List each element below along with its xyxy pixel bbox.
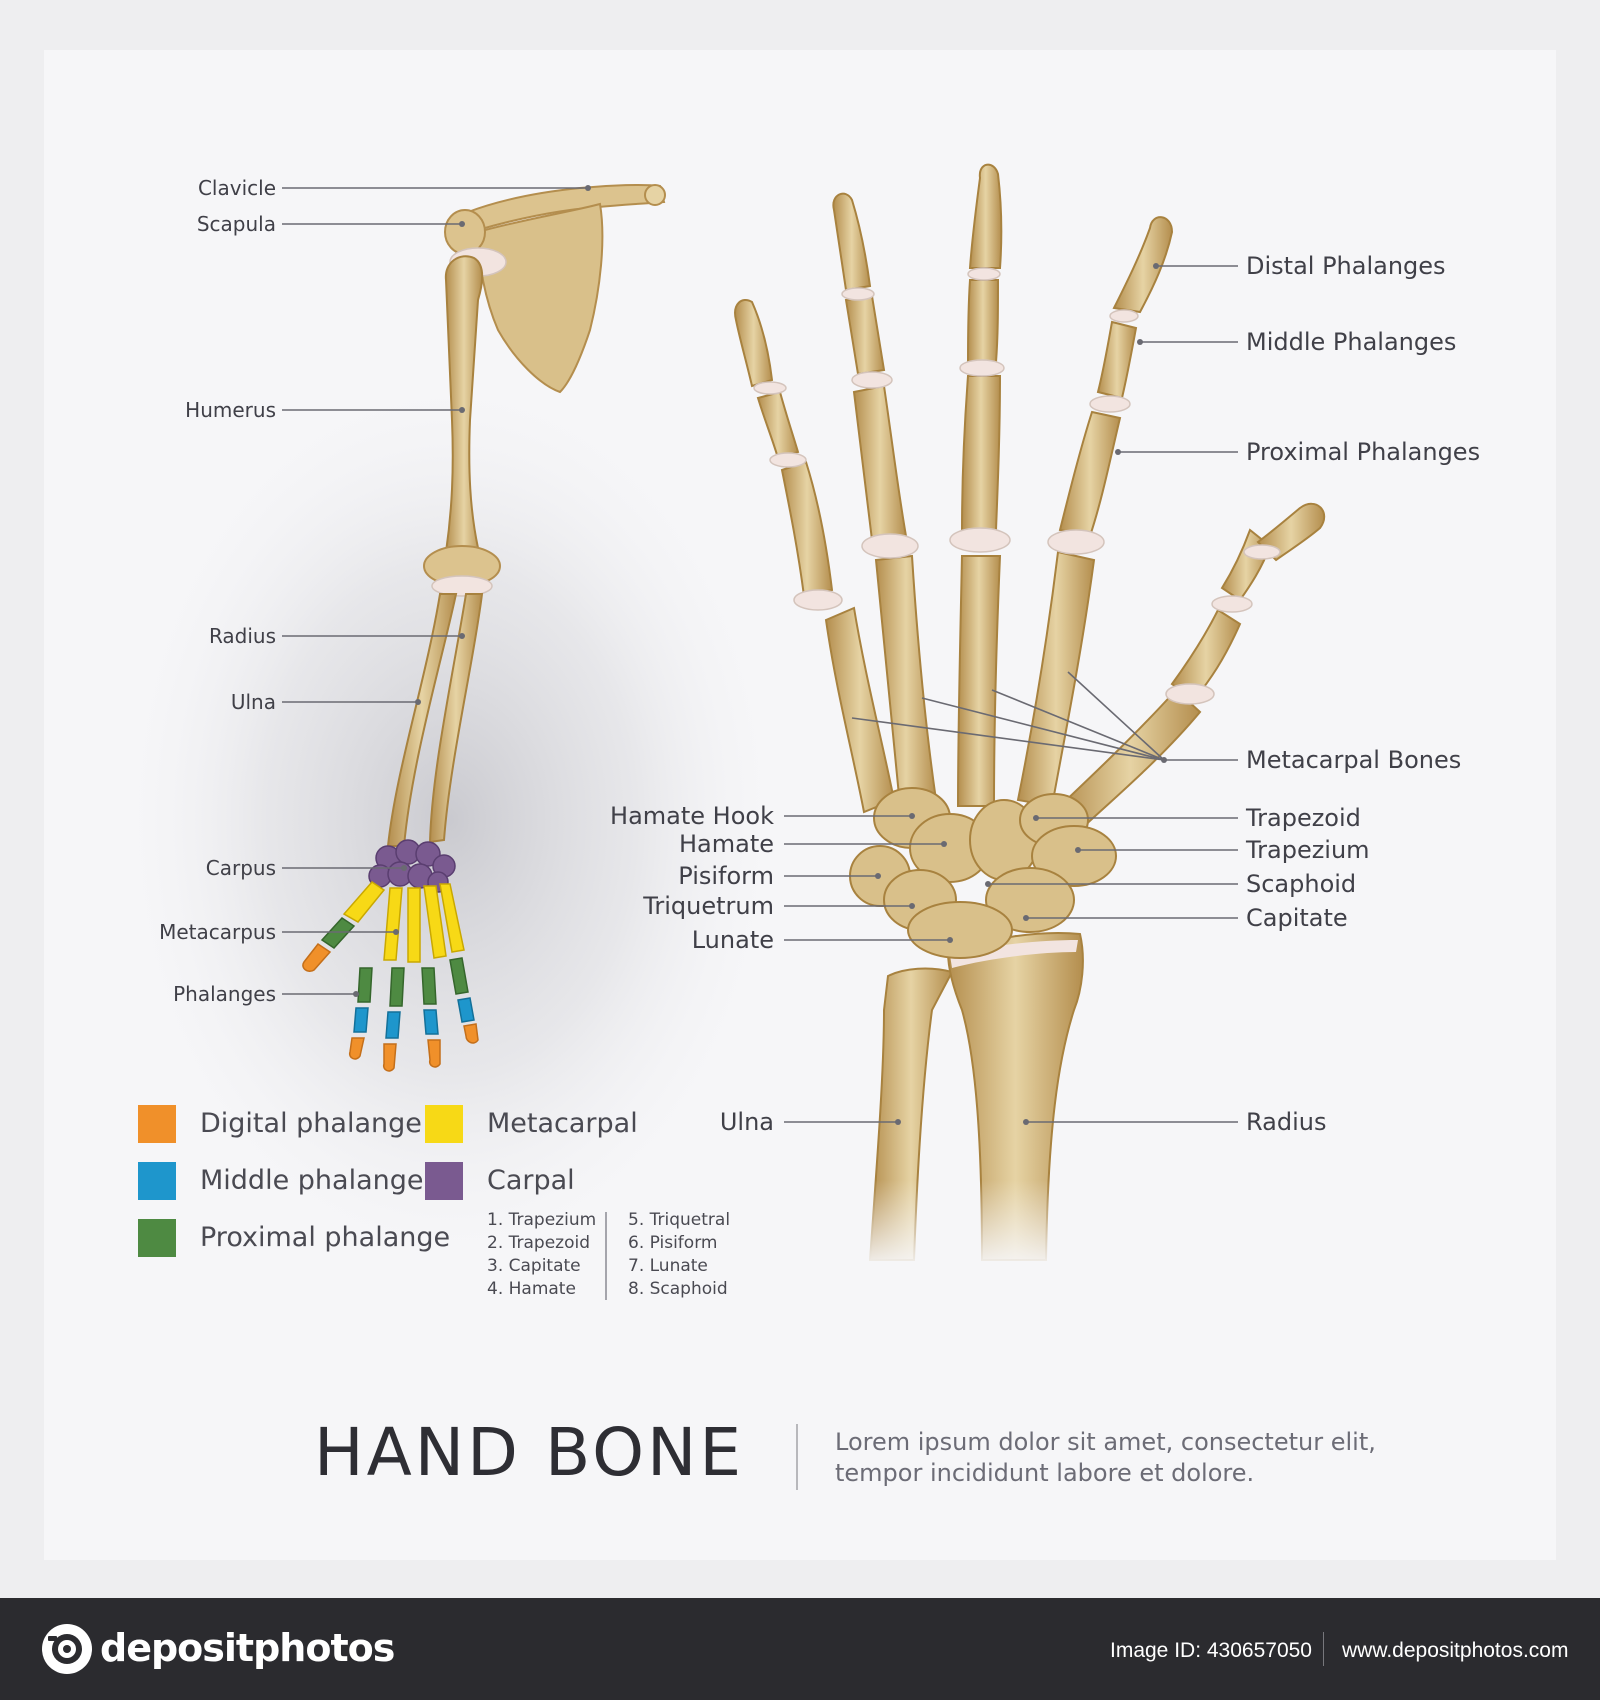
image-id-text: Image ID: 430657050 bbox=[1110, 1639, 1312, 1662]
label-trapezoid: Trapezoid bbox=[1246, 804, 1361, 832]
label-proximal-phalanges: Proximal Phalanges bbox=[1246, 438, 1481, 466]
brand-logo[interactable]: depositphotos bbox=[100, 1626, 395, 1670]
camera-logo-icon bbox=[42, 1624, 92, 1674]
hand-proximal-phalanges bbox=[780, 375, 1242, 702]
label-arm-radius: Radius bbox=[208, 624, 276, 648]
label-arm-ulna: Ulna bbox=[230, 690, 276, 714]
scapula-bone bbox=[476, 202, 604, 394]
label-carpus: Carpus bbox=[205, 856, 276, 880]
legend-digital-phalange: Digital phalange bbox=[200, 1108, 422, 1139]
legend-swatch-proximal bbox=[138, 1219, 176, 1257]
carpal-list-item: 5. Triquetral bbox=[628, 1210, 731, 1230]
label-hand-ulna: Ulna bbox=[719, 1108, 774, 1136]
clavicle-end bbox=[644, 184, 666, 206]
background-shadow bbox=[110, 360, 790, 1280]
leader-lines bbox=[282, 187, 1238, 1123]
footer-bar bbox=[0, 1598, 1600, 1700]
arm-thumb-distal bbox=[302, 942, 332, 973]
label-metacarpal-bones: Metacarpal Bones bbox=[1246, 746, 1462, 774]
legend-carpal: Carpal bbox=[487, 1165, 575, 1196]
label-pisiform: Pisiform bbox=[678, 862, 774, 890]
hand-middle-phalanges bbox=[756, 279, 1272, 602]
arm-metacarpals bbox=[342, 881, 465, 963]
label-metacarpus: Metacarpus bbox=[159, 920, 276, 944]
label-hand-radius: Radius bbox=[1246, 1108, 1327, 1136]
arm-skeleton bbox=[302, 183, 666, 1072]
legend-swatch-middle bbox=[138, 1162, 176, 1200]
footer-divider bbox=[1323, 1632, 1324, 1666]
forearm-fade bbox=[860, 1180, 1100, 1270]
label-triquetrum: Triquetrum bbox=[643, 892, 774, 920]
label-lunate: Lunate bbox=[691, 926, 774, 954]
label-middle-phalanges: Middle Phalanges bbox=[1246, 328, 1457, 356]
arm-radius-bone bbox=[428, 593, 484, 844]
hand-joint-caps bbox=[753, 267, 1281, 705]
hand-distal-phalanges bbox=[734, 163, 1326, 562]
wrist-cartilage bbox=[950, 940, 1078, 968]
label-capitate: Capitate bbox=[1246, 904, 1348, 932]
label-scapula: Scapula bbox=[196, 212, 276, 236]
label-trapezium: Trapezium bbox=[1246, 836, 1370, 864]
arm-proximal-phalanges bbox=[357, 957, 469, 1007]
hand-carpals bbox=[849, 787, 1117, 959]
legend-swatch-carpal bbox=[425, 1162, 463, 1200]
hand-radius-bone bbox=[946, 931, 1084, 1261]
diagram-title: HAND BONE bbox=[314, 1414, 745, 1491]
label-clavicle: Clavicle bbox=[197, 176, 276, 200]
arm-distal-phalanges bbox=[348, 1023, 479, 1072]
label-humerus: Humerus bbox=[185, 398, 276, 422]
humerus-bone bbox=[444, 255, 484, 554]
diagram-description: Lorem ipsum dolor sit amet, consectetur … bbox=[835, 1428, 1376, 1487]
hand-skeleton bbox=[734, 163, 1326, 1270]
legend-middle-phalange: Middle phalange bbox=[200, 1165, 424, 1196]
label-phalanges: Phalanges bbox=[173, 982, 276, 1006]
label-hamate: Hamate bbox=[678, 830, 774, 858]
carpal-list-item: 7. Lunate bbox=[628, 1256, 708, 1276]
label-hamate-hook: Hamate Hook bbox=[610, 802, 774, 830]
carpal-list-item: 8. Scaphoid bbox=[628, 1279, 728, 1299]
carpal-list-item: 2. Trapezoid bbox=[487, 1233, 591, 1253]
label-scaphoid: Scaphoid bbox=[1246, 870, 1357, 898]
site-url-link[interactable]: www.depositphotos.com bbox=[1342, 1639, 1569, 1662]
label-distal-phalanges: Distal Phalanges bbox=[1246, 252, 1446, 280]
legend-swatch-metacarpal bbox=[425, 1105, 463, 1143]
carpal-list-item: 6. Pisiform bbox=[628, 1233, 718, 1253]
hand-metacarpals bbox=[824, 550, 1202, 832]
carpal-list-item: 4. Hamate bbox=[487, 1279, 576, 1299]
clavicle-bone bbox=[466, 183, 666, 232]
legend-swatch-digital bbox=[138, 1105, 176, 1143]
arm-middle-phalanges bbox=[353, 997, 475, 1039]
legend-proximal-phalange: Proximal phalange bbox=[200, 1222, 451, 1253]
elbow-cartilage bbox=[431, 575, 493, 597]
carpal-list-item: 1. Trapezium bbox=[487, 1210, 597, 1230]
legend-metacarpal: Metacarpal bbox=[487, 1108, 638, 1139]
title-divider bbox=[796, 1424, 798, 1490]
carpal-list-item: 3. Capitate bbox=[487, 1256, 581, 1276]
leader-dots bbox=[353, 185, 1167, 1125]
